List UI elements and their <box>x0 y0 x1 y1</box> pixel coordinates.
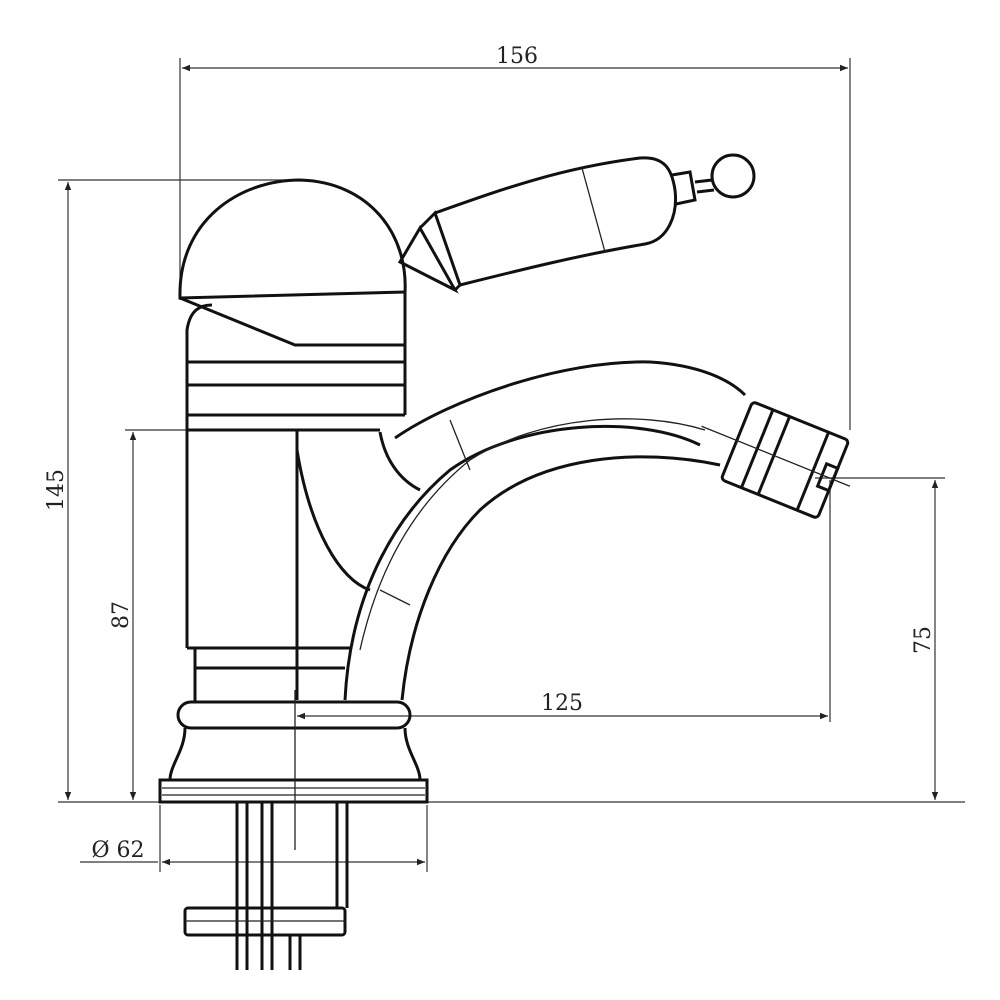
lever-dome <box>178 178 407 347</box>
dimension-spout-height <box>815 477 945 800</box>
dimension-spout-reach <box>297 480 831 722</box>
column <box>185 430 371 702</box>
upper-body <box>185 303 407 432</box>
spout-reach-label: 125 <box>541 691 583 716</box>
width-label: 156 <box>496 44 538 69</box>
spout <box>343 360 747 701</box>
handle-knob <box>710 153 756 199</box>
supply-pipes <box>183 802 349 970</box>
dimension-base-diameter <box>80 805 428 872</box>
dimension-width <box>179 58 851 430</box>
spout-height-label: 75 <box>911 626 936 654</box>
dimension-body-height <box>125 429 190 800</box>
body-height-label: 87 <box>109 601 134 629</box>
height-label: 145 <box>44 469 69 511</box>
spout-nozzle <box>701 401 851 519</box>
base-diameter-label: Ø 62 <box>91 838 144 863</box>
ceramic-handle <box>397 156 715 294</box>
base <box>158 690 429 850</box>
